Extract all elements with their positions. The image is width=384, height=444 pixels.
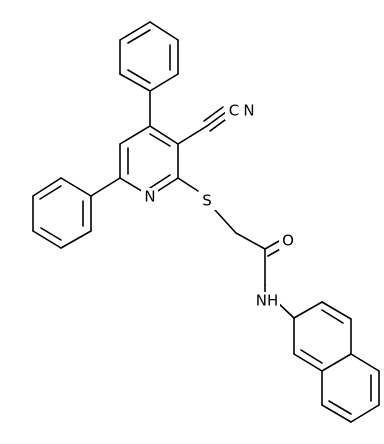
thioacetamide-linker: [177, 177, 295, 319]
left-phenyl-ring: [32, 177, 121, 249]
cyano-carbon-label: C: [229, 102, 239, 120]
bonds: [32, 21, 380, 423]
central-pyridine-ring: [119, 90, 179, 197]
atom-labels: C N N S O NH: [141, 102, 297, 310]
cyano-nitrogen-label: N: [243, 102, 254, 120]
amide-oxygen-label: O: [282, 232, 294, 250]
cyano-nitrogen-label-group: C N: [225, 102, 255, 120]
cyano-group: [177, 106, 230, 145]
naphthalene-ring: [293, 301, 380, 423]
top-phenyl-ring: [119, 21, 179, 92]
thioether-sulfur-label: S: [202, 192, 212, 210]
pyridine-nitrogen-label: N: [144, 188, 155, 206]
amide-nitrogen-label: NH: [256, 292, 279, 310]
